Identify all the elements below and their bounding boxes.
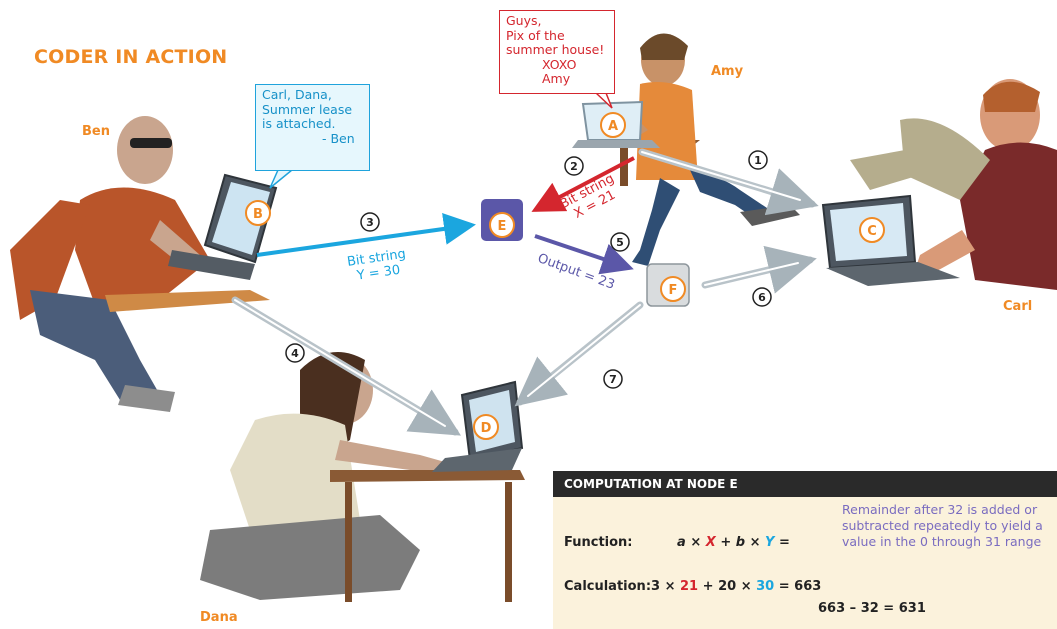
calculation-formula: 3 × 21 + 20 × 30 = 663: [651, 579, 821, 594]
calc-x: 21: [680, 579, 699, 594]
times-symbol: ×: [690, 535, 702, 550]
coef-b: b: [735, 535, 746, 550]
coef-a: a: [677, 535, 686, 550]
laptop-c: [821, 194, 960, 286]
ben-message-line: is attached.: [262, 116, 336, 131]
equals-symbol: =: [778, 535, 790, 550]
node-circles: [245, 112, 885, 440]
amy-message-line: Pix of the: [506, 27, 565, 43]
step-4: 4: [291, 347, 299, 360]
dana-figure: [200, 352, 525, 602]
step-6: 6: [758, 291, 766, 304]
arrow-e-to-f: [534, 234, 634, 275]
node-b: [245, 200, 271, 226]
node-d-label: D: [481, 421, 492, 436]
calculation-label: Calculation:: [564, 579, 652, 594]
bit-string-y-value: Y = 30: [355, 263, 401, 284]
calculation-line-2: 663 – 32 = 631: [818, 601, 926, 616]
node-c-label: C: [867, 224, 877, 239]
step-5: 5: [616, 236, 624, 249]
calc-y: 30: [756, 579, 775, 594]
times-symbol: ×: [749, 535, 761, 550]
remainder-line: subtracted repeatedly to yield a: [842, 518, 1043, 533]
node-d: [473, 414, 499, 440]
step-7: 7: [609, 373, 617, 386]
step-3: 3: [366, 216, 374, 229]
calc-result: = 663: [778, 579, 822, 594]
name-amy: Amy: [711, 64, 744, 79]
node-b-label: B: [253, 207, 263, 222]
ben-message-line: Carl, Dana,: [262, 87, 332, 102]
step-1: 1: [754, 154, 762, 167]
remainder-line: value in the 0 through 31 range: [842, 534, 1042, 549]
amy-figure: [600, 33, 800, 266]
ben-figure: [10, 116, 270, 412]
computation-header: COMPUTATION AT NODE E: [553, 471, 1057, 497]
amy-message-line: summer house!: [506, 42, 605, 57]
name-dana: Dana: [200, 610, 238, 625]
amy-message-bubble: Guys, Pix of the summer house! XOXO Amy: [499, 10, 615, 94]
ben-message-line: Summer lease: [262, 101, 353, 117]
arrow-a-to-e: [531, 156, 635, 212]
step-2: 2: [570, 160, 578, 173]
function-label: Function:: [564, 535, 633, 550]
var-y: Y: [765, 535, 775, 550]
amy-message-line: XOXO Amy: [542, 56, 577, 86]
page-title: CODER IN ACTION: [34, 46, 228, 68]
node-f: [660, 276, 686, 302]
computation-panel: COMPUTATION AT NODE E Function: a × X + …: [553, 471, 1057, 629]
remainder-line: Remainder after 32 is added or: [842, 502, 1038, 517]
node-c: [859, 217, 885, 243]
ben-message-bubble: Carl, Dana, Summer lease is attached. - …: [255, 84, 370, 171]
name-ben: Ben: [82, 124, 110, 139]
node-a: [600, 112, 626, 138]
node-e: [489, 212, 515, 238]
node-a-label: A: [608, 119, 618, 134]
node-f-label: F: [669, 283, 678, 298]
name-carl: Carl: [1003, 299, 1033, 314]
ben-message-line: - Ben: [322, 130, 355, 146]
times-symbol: ×: [740, 579, 752, 594]
node-e-label: E: [498, 219, 507, 234]
amy-message-line: Guys,: [506, 13, 542, 28]
carl-figure: [850, 79, 1057, 290]
calc-b: 20: [718, 579, 737, 594]
plus-symbol: +: [702, 579, 714, 594]
remainder-note: Remainder after 32 is added or subtracte…: [842, 502, 1057, 550]
function-formula: a × X + b × Y =: [677, 535, 790, 550]
calc-a: 3: [651, 579, 661, 594]
var-x: X: [705, 535, 716, 550]
times-symbol: ×: [664, 579, 676, 594]
plus-symbol: +: [720, 535, 732, 550]
arrow-b-to-e: [256, 213, 476, 257]
